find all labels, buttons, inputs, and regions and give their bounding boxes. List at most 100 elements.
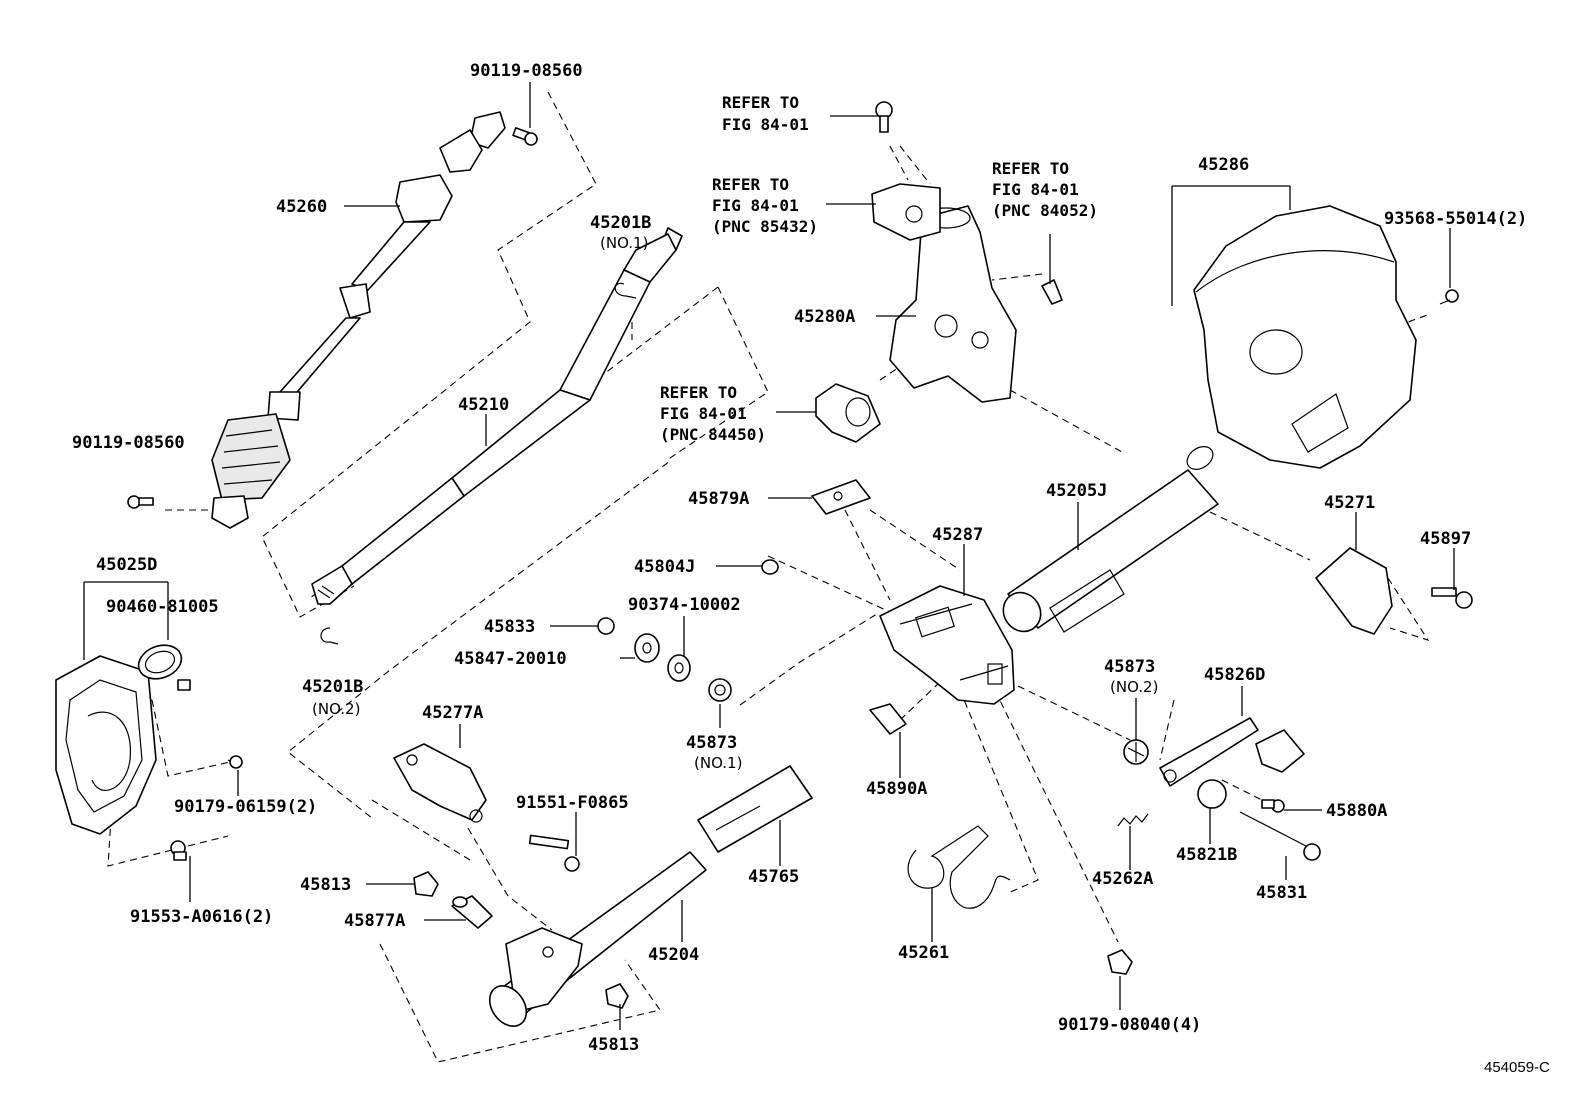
- ref4-line3: (PNC 84450): [660, 425, 766, 444]
- nut-45873-no2: [1123, 739, 1149, 765]
- label-45262A: 45262A: [1092, 869, 1153, 889]
- clip-45201B-no2: [320, 627, 339, 645]
- main-shaft-45210: [311, 227, 683, 605]
- ref2-line2: FIG 84-01: [712, 196, 799, 215]
- ref3-line3: (PNC 84052): [992, 201, 1098, 220]
- label-45287: 45287: [932, 525, 983, 545]
- nut-45804J: [761, 559, 779, 575]
- bolt-91553-A0616: [170, 840, 187, 861]
- label-45025D: 45025D: [96, 555, 157, 575]
- label-45201B-no1-note: (NO.1): [600, 234, 648, 252]
- label-91551-F0865: 91551-F0865: [516, 793, 629, 813]
- label-45897: 45897: [1420, 529, 1471, 549]
- bolt-45880A: [1261, 799, 1285, 813]
- bolt-45890A: [869, 703, 907, 735]
- screw-93568-55014: [1439, 289, 1459, 305]
- tube-45205J: [1002, 445, 1219, 633]
- label-45880A: 45880A: [1326, 801, 1387, 821]
- spring-45261: [907, 825, 1011, 909]
- label-90460-81005: 90460-81005: [106, 597, 219, 617]
- label-45804J: 45804J: [634, 557, 695, 577]
- label-45280A: 45280A: [794, 307, 855, 327]
- bushing-45821B: [1197, 779, 1227, 809]
- part-labels: 90119-08560 45260 45201B (NO.1) 45210 90…: [72, 61, 1550, 1076]
- label-90374-10002: 90374-10002: [628, 595, 741, 615]
- label-90179-06159: 90179-06159(2): [174, 797, 317, 817]
- label-45879A: 45879A: [688, 489, 749, 509]
- ref4-line1: REFER TO: [660, 383, 737, 402]
- switch-ref-84450: [815, 383, 881, 443]
- nut-90179-06159: [229, 755, 243, 769]
- ref3-line2: FIG 84-01: [992, 180, 1079, 199]
- lever-45271: [1315, 547, 1393, 635]
- label-45873-no2: 45873: [1104, 657, 1155, 677]
- label-45873-no2-note: (NO.2): [1110, 678, 1158, 696]
- collar-45877A: [451, 895, 493, 929]
- label-45821B: 45821B: [1176, 845, 1237, 865]
- bolt-45897: [1431, 587, 1473, 609]
- label-45873-no1-note: (NO.1): [694, 754, 742, 772]
- ref4-line2: FIG 84-01: [660, 404, 747, 423]
- clip-45813-a: [413, 871, 439, 897]
- label-93568-55014: 93568-55014(2): [1384, 209, 1527, 229]
- figure-id: 454059-C: [1484, 1059, 1550, 1076]
- spring-45262A: [1117, 813, 1149, 827]
- bolt-90119-08560-left: [127, 495, 154, 509]
- bolt-91551-F0865: [528, 834, 580, 872]
- column-cover-45025D: [55, 655, 157, 835]
- label-45286: 45286: [1198, 155, 1249, 175]
- bracket-45277A: [393, 743, 487, 823]
- label-45813-b: 45813: [588, 1035, 639, 1055]
- label-45201B-no1: 45201B: [590, 213, 651, 233]
- nut-45873-no1: [708, 678, 732, 702]
- lock-housing-45280A: [889, 205, 1017, 403]
- label-45873-no1: 45873: [686, 733, 737, 753]
- label-45261: 45261: [898, 943, 949, 963]
- switch-ref-85432: [871, 183, 941, 241]
- label-45890A: 45890A: [866, 779, 927, 799]
- ref3-line1: REFER TO: [992, 159, 1069, 178]
- washer-45847-20010: [634, 633, 660, 663]
- bolt-ref-top: [875, 101, 893, 133]
- label-90179-08040: 90179-08040(4): [1058, 1015, 1201, 1035]
- label-45826D: 45826D: [1204, 665, 1265, 685]
- clip-45201B-no1: [614, 282, 637, 299]
- label-45205J: 45205J: [1046, 481, 1107, 501]
- label-45813-a: 45813: [300, 875, 351, 895]
- column-tube-45204: [488, 851, 707, 1027]
- label-45210: 45210: [458, 395, 509, 415]
- switch-ref-84052: [1041, 279, 1063, 305]
- clip-45813-b: [605, 983, 629, 1009]
- sleeve-45765: [697, 765, 813, 853]
- plate-45879A: [811, 479, 871, 515]
- label-45277A: 45277A: [422, 703, 483, 723]
- label-45877A: 45877A: [344, 911, 405, 931]
- label-45260: 45260: [276, 197, 327, 217]
- ref1-line1: REFER TO: [722, 93, 799, 112]
- ref2-line3: (PNC 85432): [712, 217, 818, 236]
- label-45833: 45833: [484, 617, 535, 637]
- ref2-line1: REFER TO: [712, 175, 789, 194]
- label-90119-08560-left: 90119-08560: [72, 433, 185, 453]
- ref1-line2: FIG 84-01: [722, 115, 809, 134]
- label-45201B-no2: 45201B: [302, 677, 363, 697]
- washer-90374-10002: [667, 654, 691, 682]
- label-45204: 45204: [648, 945, 699, 965]
- support-bracket-45287: [879, 585, 1015, 705]
- label-45847-20010: 45847-20010: [454, 649, 567, 669]
- label-45765: 45765: [748, 867, 799, 887]
- leader-lines: [83, 82, 1455, 1030]
- nut-45833: [597, 617, 615, 635]
- label-45201B-no2-note: (NO.2): [312, 700, 360, 718]
- label-90119-08560-top: 90119-08560: [470, 61, 583, 81]
- label-45271: 45271: [1324, 493, 1375, 513]
- bolt-90119-08560-top: [512, 127, 538, 146]
- intermediate-shaft-45260: [211, 111, 506, 529]
- band-90460-81005: [137, 644, 191, 691]
- assembly-guides: [107, 91, 1431, 1063]
- column-cover-45286: [1193, 205, 1417, 469]
- label-45831: 45831: [1256, 883, 1307, 903]
- pin-45831: [1239, 811, 1321, 861]
